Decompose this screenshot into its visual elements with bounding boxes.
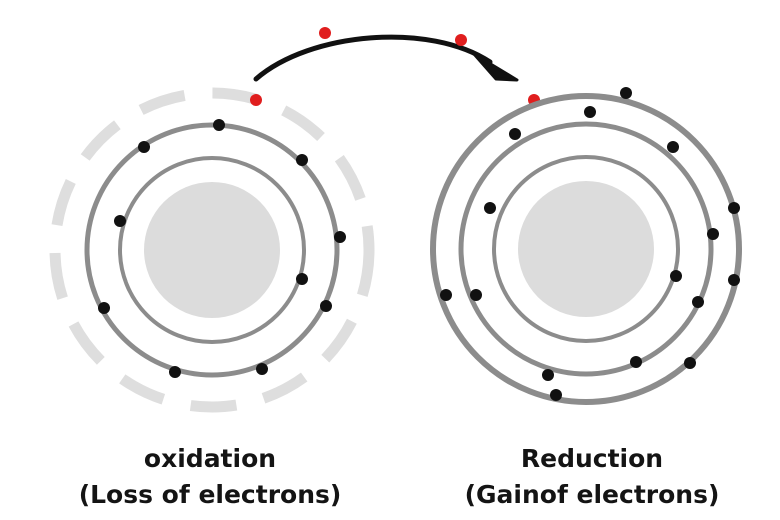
reduction-electron <box>440 289 452 301</box>
oxidation-lost-shell <box>49 87 375 413</box>
curved-arrow-icon <box>253 34 519 82</box>
oxidation-title: oxidation <box>143 444 277 473</box>
oxidation-electron <box>296 273 308 285</box>
oxidation-electron <box>320 300 332 312</box>
oxidation-nucleus <box>144 182 280 318</box>
reduction-electron <box>542 369 554 381</box>
oxidation-electron <box>334 231 346 243</box>
reduction-electron <box>620 87 632 99</box>
reduction-electron <box>584 106 596 118</box>
oxidation-atom <box>49 87 375 413</box>
reduction-electron <box>728 274 740 286</box>
oxidation-subtitle: (Loss of electrons) <box>78 480 342 509</box>
reduction-nucleus <box>518 181 654 317</box>
reduction-electron <box>684 357 696 369</box>
reduction-electron <box>728 202 740 214</box>
reduction-electron <box>630 356 642 368</box>
reduction-electron <box>707 228 719 240</box>
reduction-electron <box>670 270 682 282</box>
reduction-electron <box>509 128 521 140</box>
oxidation-caption: oxidation (Loss of electrons) <box>50 441 370 513</box>
reduction-electron <box>692 296 704 308</box>
oxidation-electron <box>98 302 110 314</box>
reduction-electron <box>550 389 562 401</box>
oxidation-electron <box>213 119 225 131</box>
oxidation-middle-shell <box>84 122 340 378</box>
reduction-title: Reduction <box>520 444 664 473</box>
transferring-electron <box>250 94 262 106</box>
oxidation-electron <box>256 363 268 375</box>
reduction-caption: Reduction (Gainof electrons) <box>432 441 752 513</box>
oxidation-electron <box>114 215 126 227</box>
oxidation-electron <box>169 366 181 378</box>
oxidation-inner-shell <box>118 156 306 344</box>
reduction-atom <box>430 87 742 405</box>
reduction-outer-shell <box>430 93 742 405</box>
reduction-electron <box>484 202 496 214</box>
reduction-electron <box>470 289 482 301</box>
reduction-inner-shell <box>492 155 680 343</box>
reduction-middle-shell <box>458 121 714 377</box>
oxidation-electron <box>138 141 150 153</box>
reduction-subtitle: (Gainof electrons) <box>464 480 720 509</box>
reduction-electron <box>667 141 679 153</box>
transferring-electron <box>455 34 467 46</box>
oxidation-electron <box>296 154 308 166</box>
transferring-electron <box>319 27 331 39</box>
